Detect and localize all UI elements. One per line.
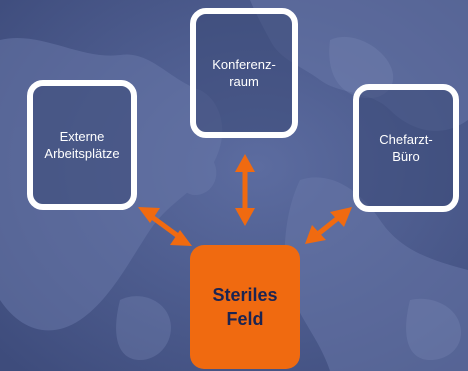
node-sterile-field-label: Steriles Feld [212, 285, 278, 329]
node-sterile-field: Steriles Feld [190, 245, 300, 369]
node-chief-physician-office-label: Chefarzt- Büro [379, 132, 433, 164]
node-external-workplaces: Externe Arbeitsplätze [27, 80, 137, 210]
node-conference-room-label: Konferenz- raum [212, 57, 276, 89]
node-chief-physician-office: Chefarzt- Büro [353, 84, 459, 212]
node-external-workplaces-label: Externe Arbeitsplätze [44, 129, 120, 161]
arrow-conference-sterile [235, 154, 255, 226]
node-conference-room: Konferenz- raum [190, 8, 298, 138]
arrow-chief-sterile [305, 207, 352, 244]
arrow-external-sterile [138, 207, 192, 246]
